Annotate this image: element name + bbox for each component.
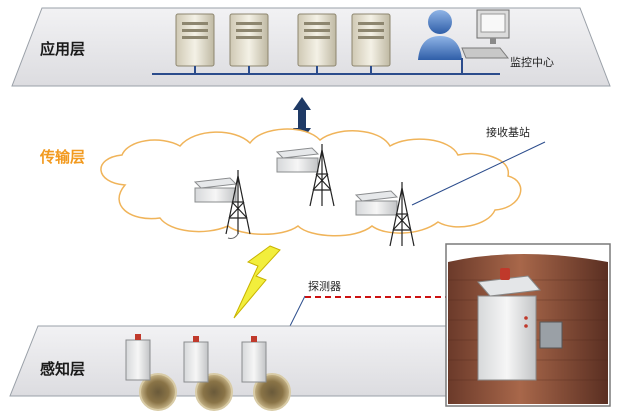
sensing-layer-label: 感知层: [40, 360, 86, 378]
radio-tower-icon: [225, 170, 251, 235]
cable-line: [227, 233, 239, 239]
transceiver-box-icon: [193, 177, 238, 203]
base-station-leader-line: [411, 141, 546, 206]
base-station-label: 接收基站: [486, 126, 530, 139]
detector-device-icon: [183, 336, 233, 411]
transport-layer-label: 传输层: [40, 148, 86, 166]
transceiver-box-icon: [354, 190, 399, 216]
wireless-signal-lightning-icon: [233, 245, 281, 319]
application-layer-label: 应用层: [40, 40, 86, 58]
radio-tower-icon: [309, 144, 335, 207]
detector-device-icon: [241, 336, 291, 411]
detector-device-icon: [125, 334, 177, 411]
server-icon: [229, 13, 269, 74]
radio-tower-icon: [389, 182, 415, 247]
transport-cloud: [100, 128, 522, 237]
detector-label: 探测器: [308, 280, 341, 293]
user-operator-icon: [418, 10, 462, 60]
server-icon: [297, 13, 337, 74]
server-icon: [351, 13, 391, 74]
detector-installed-photo: [445, 243, 611, 407]
server-icon: [175, 13, 215, 74]
monitoring-center-label: 监控中心: [510, 56, 554, 69]
computer-monitor-icon: [461, 9, 510, 74]
transceiver-box-icon: [275, 147, 320, 173]
